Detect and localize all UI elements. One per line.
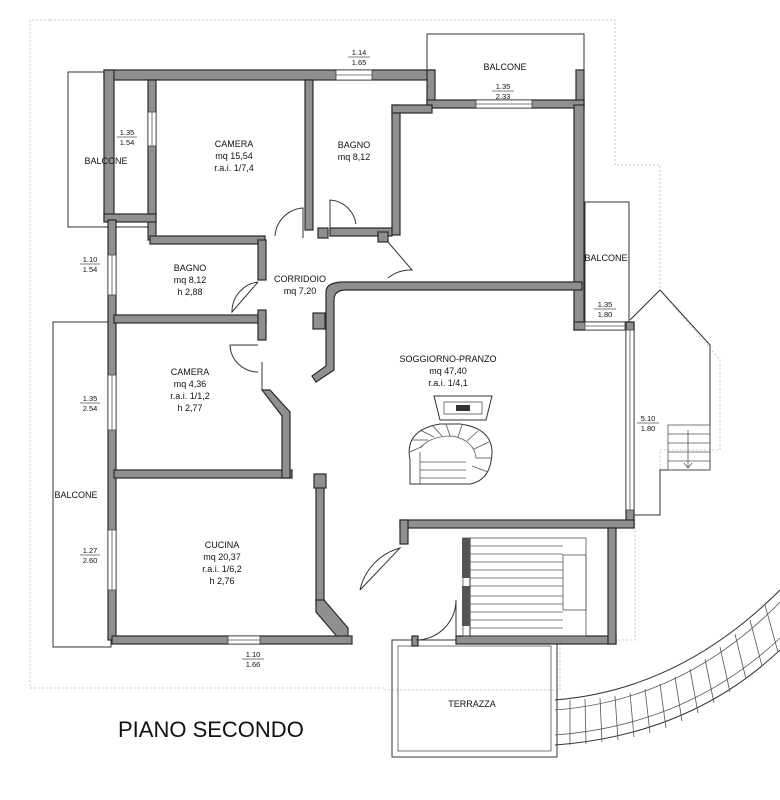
stairwell	[462, 537, 587, 637]
corridoio-area: mq 7,20	[284, 286, 317, 296]
camera1-rai: r.a.i. 1/7,4	[214, 163, 254, 173]
dim-cucina-s-width: 1.10	[246, 650, 261, 659]
east-stair	[629, 289, 711, 516]
dim-camera1-height: 1.54	[120, 138, 135, 147]
cucina-name: CUCINA	[205, 540, 240, 550]
camera2-rai: r.a.i. 1/1,2	[170, 391, 210, 401]
external-curved-stair	[554, 589, 780, 746]
spiral-stair	[408, 423, 493, 485]
bagno2-area: mq 8,12	[174, 275, 207, 285]
soggiorno-rai: r.a.i. 1/4,1	[428, 378, 468, 388]
fireplace	[433, 395, 493, 421]
dim-top-width: 1.14	[352, 48, 367, 57]
dim-soggiorno-east-width: 5.10	[641, 414, 656, 423]
camera1-name: CAMERA	[215, 139, 254, 149]
dim-cucina-w-height: 2.60	[83, 556, 98, 565]
dim-top-height: 1.65	[352, 58, 367, 67]
soggiorno-area: mq 47,40	[429, 366, 467, 376]
camera2-area: mq 4,36	[174, 379, 207, 389]
bagno2-h: h 2,88	[177, 287, 202, 297]
window-dimensions: 1.14 1.65 1.35 2.33 1.35 1.54 1.10 1.54 …	[80, 48, 659, 669]
camera2-name: CAMERA	[171, 367, 210, 377]
balcone-top-label: BALCONE	[483, 62, 526, 72]
dim-camera1-width: 1.35	[120, 128, 135, 137]
camera1-area: mq 15,54	[215, 151, 253, 161]
dim-cucina-s-height: 1.66	[246, 660, 261, 669]
dim-soggiorno-east-height: 1.80	[641, 424, 656, 433]
bagno1-name: BAGNO	[338, 140, 371, 150]
plan-title: PIANO SECONDO	[118, 717, 304, 742]
dim-bagno2-height: 1.54	[83, 265, 98, 274]
dim-balcone-east-width: 1.35	[598, 300, 613, 309]
terrazza-label: TERRAZZA	[448, 699, 496, 709]
dim-camera2-width: 1.35	[83, 394, 98, 403]
balcone-nw-label: BALCONE	[84, 156, 127, 166]
dim-balcone-top-height: 2.33	[496, 92, 511, 101]
cucina-area: mq 20,37	[203, 552, 241, 562]
dim-camera2-height: 2.54	[83, 404, 98, 413]
cucina-h: h 2,76	[209, 576, 234, 586]
balcone-west-label: BALCONE	[54, 490, 97, 500]
dim-bagno2-width: 1.10	[83, 255, 98, 264]
windows	[107, 69, 635, 645]
bagno2-name: BAGNO	[174, 263, 207, 273]
room-labels: BALCONE BALCONE BALCONE BALCONE TERRAZZA…	[54, 62, 627, 709]
soggiorno-name: SOGGIORNO-PRANZO	[399, 354, 496, 364]
corridoio-name: CORRIDOIO	[274, 274, 326, 284]
dim-balcone-east-height: 1.80	[598, 310, 613, 319]
bagno1-area: mq 8,12	[338, 152, 371, 162]
dim-cucina-w-width: 1.27	[83, 546, 98, 555]
balcone-east-label: BALCONE	[584, 253, 627, 263]
doors	[229, 199, 457, 641]
balcone-west	[52, 321, 112, 648]
cucina-rai: r.a.i. 1/6,2	[202, 564, 242, 574]
camera2-h: h 2,77	[177, 403, 202, 413]
dim-balcone-top-width: 1.35	[496, 82, 511, 91]
